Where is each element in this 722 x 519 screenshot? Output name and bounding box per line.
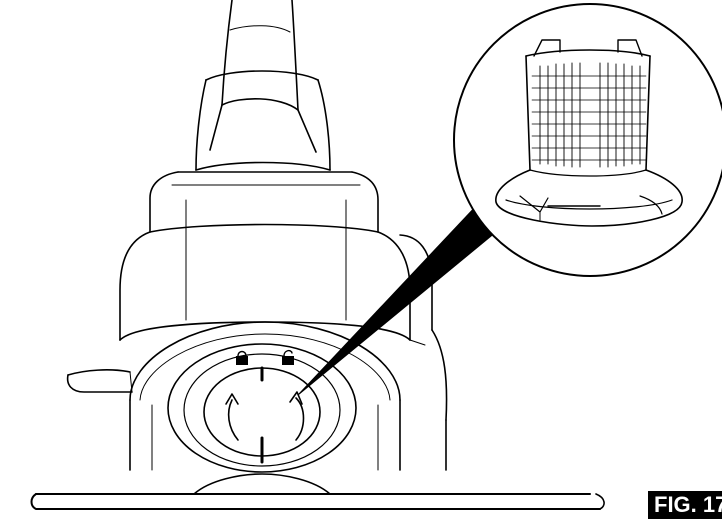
motor-body (119, 199, 411, 341)
figure-label: FIG. 17 (648, 491, 722, 519)
callout-pointer (297, 203, 497, 396)
floor-base (30, 473, 605, 510)
dust-cup-collar (129, 321, 401, 471)
release-lever (66, 369, 133, 393)
filter-perforation-rows (531, 75, 647, 161)
filter-callout (453, 3, 722, 277)
dust-cup (167, 343, 357, 473)
upper-housing (149, 171, 379, 233)
vacuum-handle (195, 0, 331, 171)
